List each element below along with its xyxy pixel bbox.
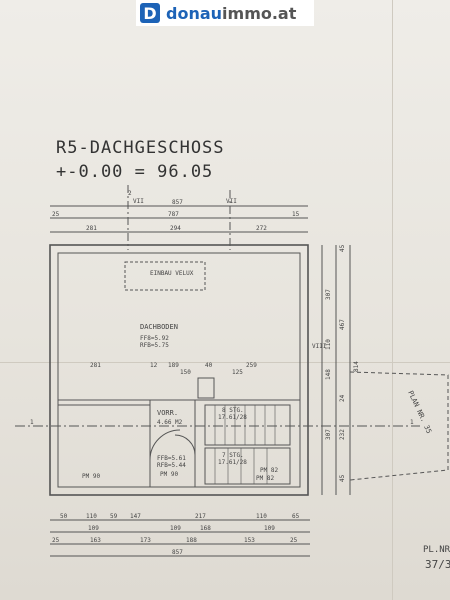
dim-bot1-0: 50 — [60, 513, 68, 520]
dim-bot2-3: 109 — [264, 525, 275, 532]
door-pm90-a: PM 90 — [82, 473, 100, 480]
level-reference: +-0.00 = 96.05 — [56, 162, 214, 182]
dim-right-307-bottom: 307 — [325, 429, 332, 440]
chimney — [197, 377, 215, 399]
dim-right-148: 148 — [325, 369, 332, 380]
room-dachboden: DACHBODEN — [140, 323, 178, 331]
section-mark-2: 2 — [128, 190, 132, 197]
dim-top-787: 787 — [168, 211, 179, 218]
door-pm82-a: PM 82 — [260, 467, 278, 474]
inner-wall-line — [57, 252, 301, 488]
door-pm90-b: PM 90 — [160, 471, 178, 478]
dim-bot1-5: 110 — [256, 513, 267, 520]
dachboden-rfb: RFB=5.75 — [140, 342, 169, 349]
dim-bot3-2: 173 — [140, 537, 151, 544]
stair-upper — [204, 404, 291, 446]
dim-bot3-1: 163 — [90, 537, 101, 544]
dim-top-25: 25 — [52, 211, 60, 218]
dim-mid-281: 281 — [90, 362, 101, 369]
door-swing-2 — [174, 434, 196, 456]
dim-bot2-1: 109 — [170, 525, 181, 532]
stair-upper-dim: 17.61/28 — [218, 414, 247, 421]
vorr-area: 4.66 M2 — [157, 419, 183, 426]
section-mark-viii: VIII — [312, 343, 327, 350]
dim-bot1-6: 65 — [292, 513, 300, 520]
dim-bot3-0: 25 — [52, 537, 60, 544]
section-mark-vii-a: VII — [133, 198, 144, 205]
section-mark-1-left: 1 — [30, 419, 34, 426]
dim-right-307-top: 307 — [325, 289, 332, 300]
plan-title: R5-DACHGESCHOSS — [56, 138, 225, 158]
dim-top-total: 857 — [172, 199, 183, 206]
stair-upper-count: 8 STG. — [222, 407, 244, 414]
door-swing-1 — [149, 429, 181, 461]
dim-bot2-2: 168 — [200, 525, 211, 532]
dim-right-45-bottom: 45 — [339, 474, 346, 482]
velux-window — [124, 261, 206, 291]
neighbor-building — [349, 371, 449, 481]
section-mark-vii-b: VII — [226, 198, 237, 205]
logo-mark-icon: D — [140, 3, 160, 23]
dim-mid-125: 125 — [232, 369, 243, 376]
stair-lower-count: 7 STG. — [222, 452, 244, 459]
stair-lower — [204, 447, 291, 485]
section-mark-1-right: 1 — [410, 419, 414, 426]
dim-bot1-3: 147 — [130, 513, 141, 520]
dim-bot1-4: 217 — [195, 513, 206, 520]
dachboden-ffb: FF8=5.92 — [140, 335, 169, 342]
dim-bottom-total: 857 — [172, 549, 183, 556]
dim-right-110: 110 — [325, 339, 332, 350]
brand-logo[interactable]: D donauimmo.at — [136, 0, 314, 26]
stair-lower-dim: 17.61/28 — [218, 459, 247, 466]
room-vorr: VORR. — [157, 409, 178, 417]
dim-right-45-top: 45 — [339, 244, 346, 252]
dim-right-24: 24 — [339, 394, 346, 402]
velux-label: EINBAU VELUX — [150, 270, 194, 277]
dim-right-467: 467 — [339, 319, 346, 330]
dim-right-814: 814 — [353, 361, 360, 372]
dim-top-294: 294 — [170, 225, 181, 232]
dim-mid-259: 259 — [246, 362, 257, 369]
dim-mid-150: 150 — [180, 369, 191, 376]
paper-fold-vertical — [392, 0, 393, 600]
dim-right-232: 232 — [339, 429, 346, 440]
logo-text: donauimmo.at — [166, 3, 297, 23]
dim-mid-40: 40 — [205, 362, 213, 369]
dim-mid-12: 12 — [150, 362, 158, 369]
dim-bot3-5: 25 — [290, 537, 298, 544]
plan-number-label: PL.NR — [423, 545, 450, 555]
plan-ref-label: PLAN NR. 35 — [406, 389, 433, 434]
dim-bot3-3: 188 — [186, 537, 197, 544]
dim-bot1-1: 110 — [86, 513, 97, 520]
vorr-ffb: FFB=5.61 — [157, 455, 186, 462]
door-pm82-b: PM 82 — [256, 475, 274, 482]
dim-top-272: 272 — [256, 225, 267, 232]
dim-bot1-2: 59 — [110, 513, 118, 520]
paper-fold-horizontal — [0, 362, 450, 363]
plan-number: 37/3 — [425, 558, 450, 571]
dim-mid-189: 189 — [168, 362, 179, 369]
dim-bot3-4: 153 — [244, 537, 255, 544]
dim-top-281: 281 — [86, 225, 97, 232]
outer-wall — [49, 244, 309, 496]
dim-bot2-0: 109 — [88, 525, 99, 532]
dim-top-15: 15 — [292, 211, 300, 218]
vorr-rfb: RFB=5.44 — [157, 462, 186, 469]
